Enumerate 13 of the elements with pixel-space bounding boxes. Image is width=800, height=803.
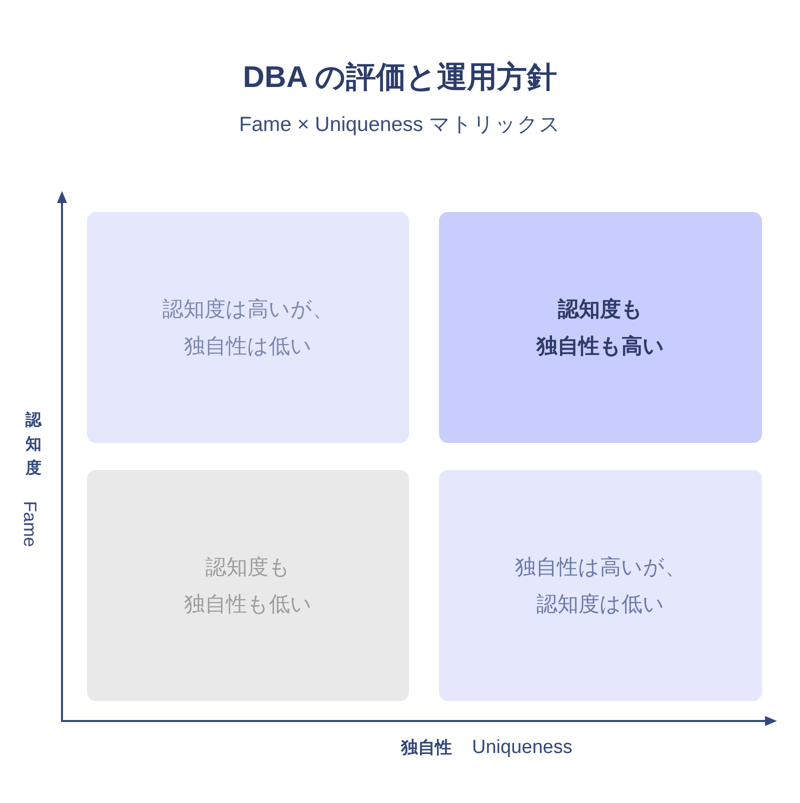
- quadrant-text: 認知度は高いが、独自性は低い: [162, 296, 334, 360]
- axis-label: Uniqueness: [472, 737, 572, 759]
- quadrant-text: 独自性は高いが、認知度は低い: [514, 554, 687, 618]
- axis-label: 独自性: [401, 738, 452, 758]
- subtitle: Fame × Uniqueness マトリックス: [239, 113, 561, 137]
- quadrant-box: [439, 470, 762, 701]
- title: DBA の評価と運用方針: [242, 60, 558, 96]
- quadrant-text: 認知度も独自性も低い: [183, 554, 313, 618]
- quadrant-box: [87, 212, 409, 443]
- quadrant-text: 認知度も独自性も高い: [535, 296, 666, 360]
- axis-label: Fame: [20, 501, 40, 548]
- axis-label: 認知度: [25, 410, 42, 479]
- quadrant-box: [439, 212, 762, 443]
